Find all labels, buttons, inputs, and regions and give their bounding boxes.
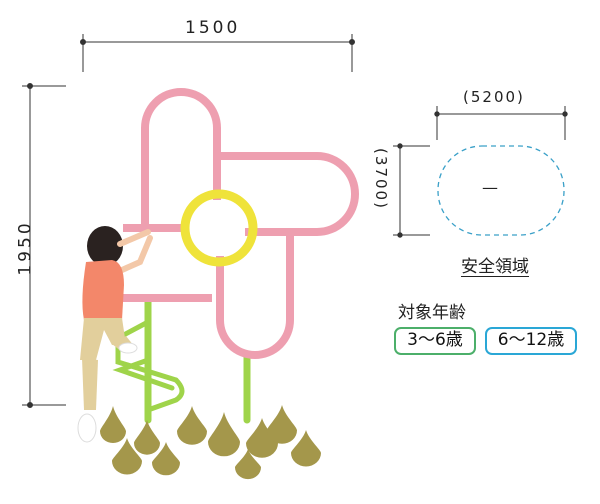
safety-width-label: (5200) <box>463 88 525 106</box>
width-label: 1500 <box>185 18 241 38</box>
teardrop-shrub <box>208 412 240 457</box>
center-ring <box>180 189 258 267</box>
teardrop-shrub <box>267 405 297 444</box>
teardrop-shrub <box>235 449 261 480</box>
age-badge-3-6: 3〜6歳 <box>394 327 476 355</box>
height-label: 1950 <box>15 220 36 276</box>
teardrop-shrub <box>291 430 321 467</box>
safety-depth-label: (3700) <box>371 148 390 210</box>
teardrop-shrub <box>100 406 126 443</box>
teardrop-shrub <box>177 406 207 445</box>
support-post <box>112 294 251 424</box>
height-dimension <box>22 83 66 408</box>
teardrop-shrub <box>246 418 278 458</box>
teardrop-shrub <box>152 442 180 476</box>
width-dimension <box>80 34 355 72</box>
age-badge-6-12: 6〜12歳 <box>485 327 577 355</box>
teardrop-shrubs <box>100 405 321 480</box>
teardrop-shrub <box>134 420 160 455</box>
age-heading: 対象年齢 <box>398 303 466 323</box>
safety-area-outline <box>437 145 565 236</box>
safety-area-dimension <box>393 106 568 238</box>
safety-area-label: 安全領域 <box>461 257 529 277</box>
safety-center-mark: — <box>482 178 498 197</box>
teardrop-shrub <box>112 438 142 475</box>
child-climbing <box>77 226 153 443</box>
windmill-frame <box>123 88 359 359</box>
